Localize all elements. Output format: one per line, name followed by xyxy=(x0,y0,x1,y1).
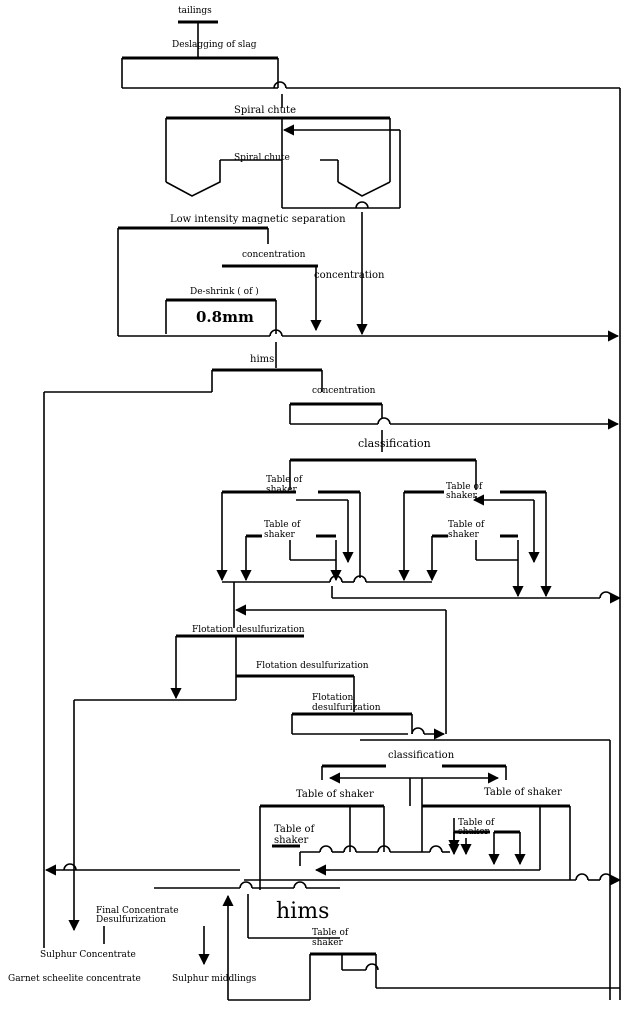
label-shaker-i-2: shaker xyxy=(312,938,344,948)
label-shaker-c-2: shaker xyxy=(264,530,296,540)
bottom-stage xyxy=(103,881,620,1001)
table-shaker-left-group xyxy=(216,490,361,582)
label-shaker-d-1: Table of xyxy=(448,520,485,530)
label-concentration-2: concentration xyxy=(314,270,385,281)
hims-stage xyxy=(43,368,620,948)
label-sulphur-concentrate: Sulphur Concentrate xyxy=(40,950,136,960)
label-shaker-g-2: shaker xyxy=(274,835,309,846)
label-flotation-2: Flotation desulfurization xyxy=(256,661,369,671)
label-deslagging: Deslagging of slag xyxy=(172,40,257,50)
label-classification-2: classification xyxy=(388,750,455,761)
label-sulphur-middlings: Sulphur middlings xyxy=(172,974,257,984)
label-shaker-c-1: Table of xyxy=(264,520,301,530)
flotation-stage xyxy=(68,634,611,1000)
classification-2-stage xyxy=(44,764,622,890)
label-classification-1: classification xyxy=(358,437,431,450)
label-de-shrink: De-shrink ( of ) xyxy=(190,286,259,297)
label-shaker-f: Table of shaker xyxy=(484,787,562,798)
table-shaker-right-group xyxy=(398,490,552,598)
label-shaker-g-1: Table of xyxy=(274,824,316,835)
label-concentration-1: concentration xyxy=(242,250,306,260)
label-hims-2: hims xyxy=(276,899,329,924)
label-tailings: tailings xyxy=(178,6,212,16)
label-hims-1: hims xyxy=(250,354,274,365)
label-shaker-i-1: Table of xyxy=(312,928,349,938)
label-shaker-e: Table of shaker xyxy=(296,789,374,800)
label-flotation-3a: Flotation xyxy=(312,693,353,703)
label-shaker-a-2: shaker xyxy=(266,485,298,495)
label-shaker-a-1: Table of xyxy=(266,475,303,485)
diagram-labels: tailings Deslagging of slag Spiral chute… xyxy=(8,6,562,984)
label-flotation-3b: desulfurization xyxy=(312,703,381,713)
label-concentration-3: concentration xyxy=(312,386,376,396)
deslagging-stage xyxy=(121,20,621,1000)
label-shaker-h-2: shaker xyxy=(458,827,490,837)
label-shaker-d-2: shaker xyxy=(448,530,480,540)
shaker-collection-lines xyxy=(222,575,622,734)
label-lims: Low intensity magnetic separation xyxy=(170,214,346,225)
label-desulfurization: Desulfurization xyxy=(96,915,166,925)
label-size-08mm: 0.8mm xyxy=(196,308,254,326)
spiral-chute-stage xyxy=(165,116,401,336)
lims-stage xyxy=(117,226,620,368)
label-flotation-1: Flotation desulfurization xyxy=(192,625,305,635)
label-spiral-chute-2: Spiral chute xyxy=(234,153,290,163)
label-shaker-b-2: shaker xyxy=(446,491,478,501)
label-final-concentrate: Final Concentrate xyxy=(96,906,179,916)
label-shaker-h-1: Table of xyxy=(458,818,495,828)
label-spiral-chute-1: Spiral chute xyxy=(234,105,296,116)
label-garnet-scheelite: Garnet scheelite concentrate xyxy=(8,974,141,984)
label-shaker-b-1: Table of xyxy=(446,482,483,492)
